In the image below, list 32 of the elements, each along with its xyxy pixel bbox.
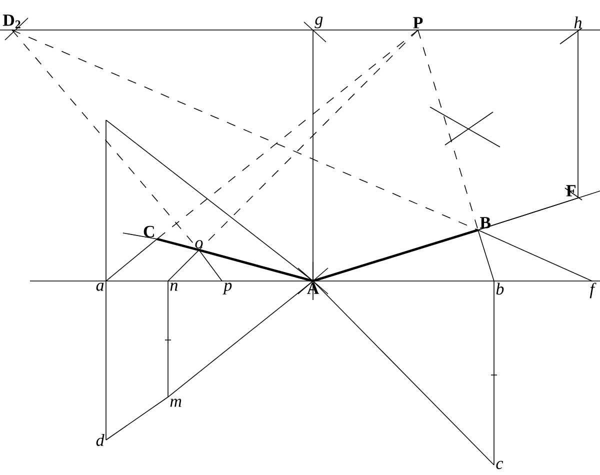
- thick-line: [156, 238, 200, 252]
- line: [168, 280, 314, 398]
- point-label: o: [195, 240, 203, 248]
- line: [312, 280, 494, 466]
- point-label: h: [574, 16, 582, 28]
- line: [478, 198, 578, 230]
- point-label: n: [170, 282, 178, 291]
- dashed-line: [418, 30, 478, 230]
- point-label: P: [413, 17, 423, 28]
- point-label: b: [496, 282, 504, 295]
- thick-line: [312, 228, 478, 282]
- point-label: D$_{2}$: [2, 14, 20, 28]
- point-label: m: [170, 398, 182, 407]
- line: [198, 250, 222, 282]
- point-label: d: [96, 434, 104, 446]
- dashed-line: [12, 30, 200, 250]
- line: [168, 250, 200, 282]
- point-label: c: [496, 460, 504, 470]
- thick-line: [198, 248, 314, 282]
- dashed-line: [12, 30, 478, 230]
- point-label: f: [590, 282, 596, 298]
- point-label: a: [96, 282, 104, 291]
- line: [478, 230, 592, 282]
- dashed-line: [198, 30, 418, 250]
- dashed-line: [156, 30, 418, 240]
- line: [106, 396, 168, 440]
- line: [478, 230, 494, 282]
- line: [312, 30, 314, 282]
- point-label: p: [222, 282, 232, 294]
- point-label: g: [314, 16, 323, 28]
- line: [106, 238, 158, 282]
- point-label: C: [144, 226, 154, 238]
